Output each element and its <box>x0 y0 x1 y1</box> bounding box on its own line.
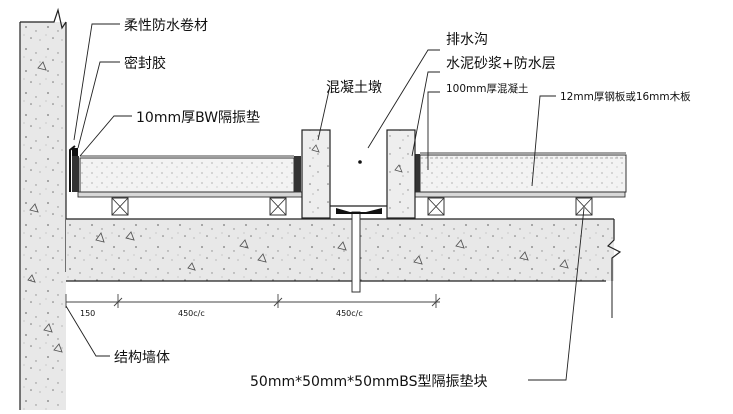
dimension-line: 150 450c/c 450c/c <box>65 294 441 318</box>
concrete-piers <box>301 129 416 219</box>
label-drainage-ditch: 排水沟 <box>446 32 488 48</box>
bs-pad-block <box>575 197 593 216</box>
label-sealant: 密封胶 <box>124 55 166 72</box>
label-mortar-waterproof: 水泥砂浆+防水层 <box>446 56 556 72</box>
label-concrete-pier: 混凝土墩 <box>326 80 382 96</box>
drainage-ditch <box>330 160 387 214</box>
dim-label-450-a: 450c/c <box>178 309 205 318</box>
floating-concrete-slab <box>79 152 627 193</box>
floating-board <box>77 191 626 198</box>
label-structural-wall: 结构墙体 <box>114 350 170 366</box>
membrane-and-sealant <box>69 145 78 192</box>
bs-pad-blocks <box>111 197 593 216</box>
label-concrete-100: 100mm厚混凝土 <box>446 82 529 95</box>
bw-isolation-pads <box>72 154 420 192</box>
labels: 柔性防水卷材 密封胶 10mm厚BW隔振垫 混凝土墩 排水沟 水泥砂浆+防水层 … <box>114 18 691 390</box>
label-bw-isolation-pad: 10mm厚BW隔振垫 <box>136 110 260 126</box>
dim-label-150: 150 <box>80 309 95 318</box>
label-bs-pad-block: 50mm*50mm*50mmBS型隔振垫块 <box>250 374 488 390</box>
label-flexible-membrane: 柔性防水卷材 <box>124 18 208 34</box>
bs-pad-block <box>111 197 129 216</box>
bs-pad-block <box>269 197 287 216</box>
leader-lines <box>65 23 585 381</box>
drain-pipe <box>351 211 361 293</box>
dim-label-450-b: 450c/c <box>336 309 363 318</box>
structural-wall <box>19 7 67 410</box>
bs-pad-block <box>427 197 445 216</box>
label-board: 12mm厚钢板或16mm木板 <box>560 90 691 103</box>
structural-slab <box>66 218 622 318</box>
